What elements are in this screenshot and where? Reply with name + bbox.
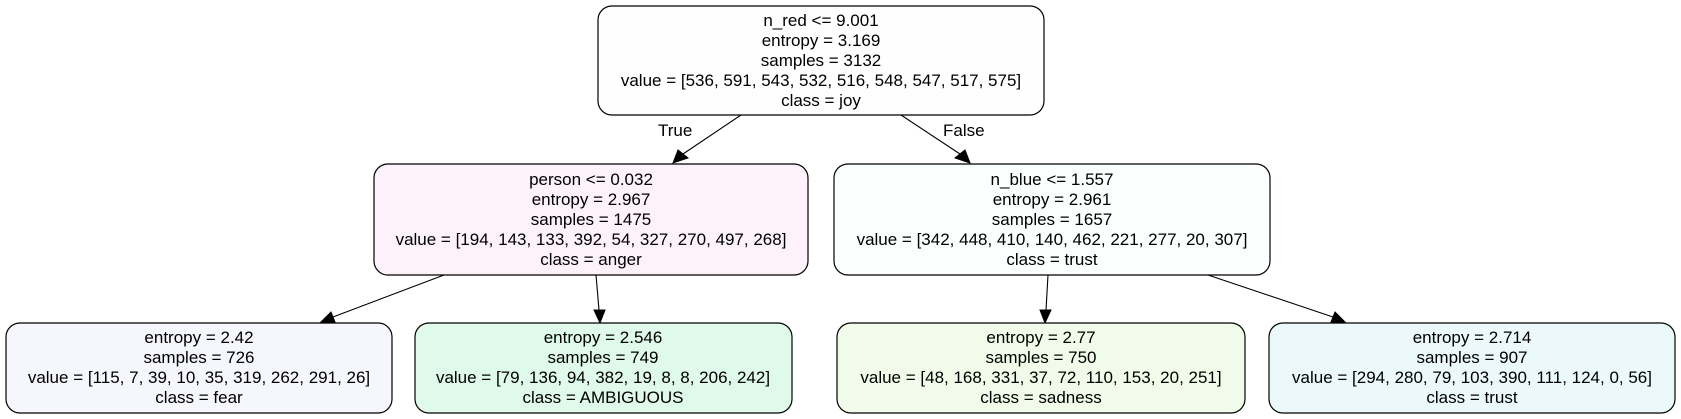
edge-label-false: False [943,121,985,140]
tree-leaf-trust: entropy = 2.714 samples = 907 value = [2… [1268,322,1676,414]
leaf-ambiguous-class: class = AMBIGUOUS [522,388,683,407]
leaf-ambiguous-entropy: entropy = 2.546 [544,328,663,347]
arrowhead-root-to-left [672,149,690,164]
leaf-sadness-class: class = sadness [980,388,1101,407]
node-left-class: class = anger [540,250,642,269]
arrowhead-root-to-right [953,149,971,164]
node-left-entropy: entropy = 2.967 [532,190,651,209]
leaf-sadness-samples: samples = 750 [985,348,1096,367]
leaf-sadness-box [836,322,1246,414]
leaf-fear-value: value = [115, 7, 39, 10, 35, 319, 262, 2… [28,368,370,387]
leaf-ambiguous-value: value = [79, 136, 94, 382, 19, 8, 8, 206… [436,368,770,387]
leaf-fear-entropy: entropy = 2.42 [144,328,253,347]
leaf-fear-class: class = fear [155,388,243,407]
leaf-trust-samples: samples = 907 [1416,348,1527,367]
tree-edges: True False [319,114,1347,325]
edge-left-to-fear [332,274,445,318]
arrowhead-right-to-sadness [1039,309,1052,325]
node-right-split: n_blue <= 1.557 [991,170,1114,189]
node-root-entropy: entropy = 3.169 [762,31,881,50]
node-right-value: value = [342, 448, 410, 140, 462, 221, 2… [857,230,1248,249]
node-left-value: value = [194, 143, 133, 392, 54, 327, 27… [396,230,787,249]
node-right-class: class = trust [1006,250,1097,269]
leaf-trust-value: value = [294, 280, 79, 103, 390, 111, 12… [1292,368,1652,387]
tree-node-right: n_blue <= 1.557 entropy = 2.961 samples … [833,163,1271,276]
edge-left-to-ambiguous [595,274,600,311]
node-root-samples: samples = 3132 [761,51,882,70]
edge-root-to-left [682,114,742,155]
tree-leaf-fear: entropy = 2.42 samples = 726 value = [11… [5,322,393,414]
node-right-samples: samples = 1657 [992,210,1113,229]
tree-node-root: n_red <= 9.001 entropy = 3.169 samples =… [597,5,1045,116]
leaf-fear-samples: samples = 726 [143,348,254,367]
edge-right-to-trust [1207,274,1334,318]
leaf-sadness-entropy: entropy = 2.77 [986,328,1095,347]
leaf-trust-box [1268,322,1676,414]
node-left-box [373,163,809,276]
edge-right-to-sadness [1045,274,1049,311]
node-root-value: value = [536, 591, 543, 532, 516, 548, 5… [621,71,1021,90]
leaf-fear-box [5,322,393,414]
arrowhead-left-to-ambiguous [593,309,606,325]
node-right-entropy: entropy = 2.961 [993,190,1112,209]
node-left-samples: samples = 1475 [531,210,652,229]
leaf-trust-entropy: entropy = 2.714 [1413,328,1532,347]
node-root-class: class = joy [781,91,861,110]
edge-label-true: True [658,121,692,140]
arrowhead-left-to-fear [319,311,336,323]
node-right-box [833,163,1271,276]
tree-leaf-sadness: entropy = 2.77 samples = 750 value = [48… [836,322,1246,414]
node-root-split: n_red <= 9.001 [763,11,878,30]
edge-root-to-right [900,114,961,155]
node-left-split: person <= 0.032 [529,170,653,189]
leaf-ambiguous-samples: samples = 749 [547,348,658,367]
leaf-trust-class: class = trust [1426,388,1517,407]
leaf-ambiguous-box [414,322,793,414]
node-root-box [597,5,1045,116]
tree-leaf-ambiguous: entropy = 2.546 samples = 749 value = [7… [414,322,793,414]
leaf-sadness-value: value = [48, 168, 331, 37, 72, 110, 153,… [860,368,1221,387]
tree-node-left: person <= 0.032 entropy = 2.967 samples … [373,163,809,276]
arrowhead-right-to-trust [1330,311,1347,323]
